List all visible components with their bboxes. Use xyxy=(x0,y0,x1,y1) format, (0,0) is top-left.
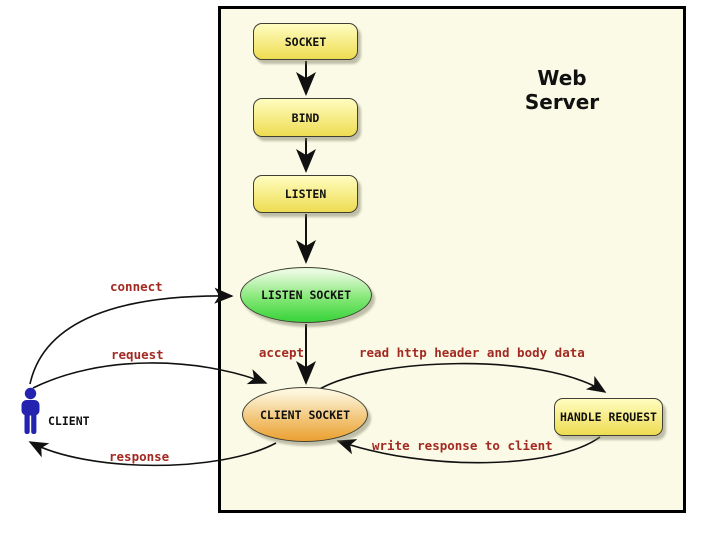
node-socket: SOCKET xyxy=(253,23,358,60)
node-handle-request: HANDLE REQUEST xyxy=(554,398,663,436)
edge-label-response: response xyxy=(109,449,170,464)
node-handle-request-label: HANDLE REQUEST xyxy=(560,410,657,424)
node-socket-label: SOCKET xyxy=(284,34,327,49)
node-bind: BIND xyxy=(253,98,358,137)
node-listen: LISTEN xyxy=(253,175,358,213)
node-client-socket: CLIENT SOCKET xyxy=(242,387,368,442)
edge-label-read-http: read http header and body data xyxy=(359,345,585,360)
node-listen-socket-label: LISTEN SOCKET xyxy=(260,288,351,302)
edge-label-accept: accept xyxy=(258,345,304,360)
node-listen-label: LISTEN xyxy=(284,187,327,201)
client-actor-label: CLIENT xyxy=(48,414,90,428)
node-client-socket-label: CLIENT SOCKET xyxy=(259,407,350,422)
edge-label-connect: connect xyxy=(110,279,163,294)
arrow-connect xyxy=(29,287,234,385)
edge-label-request: request xyxy=(111,347,164,362)
node-listen-socket: LISTEN SOCKET xyxy=(240,267,372,323)
web-server-title: Web Server xyxy=(524,66,600,114)
client-person-icon xyxy=(21,387,40,434)
edge-label-write-response: write response to client xyxy=(372,438,553,453)
node-bind-label: BIND xyxy=(291,110,320,125)
